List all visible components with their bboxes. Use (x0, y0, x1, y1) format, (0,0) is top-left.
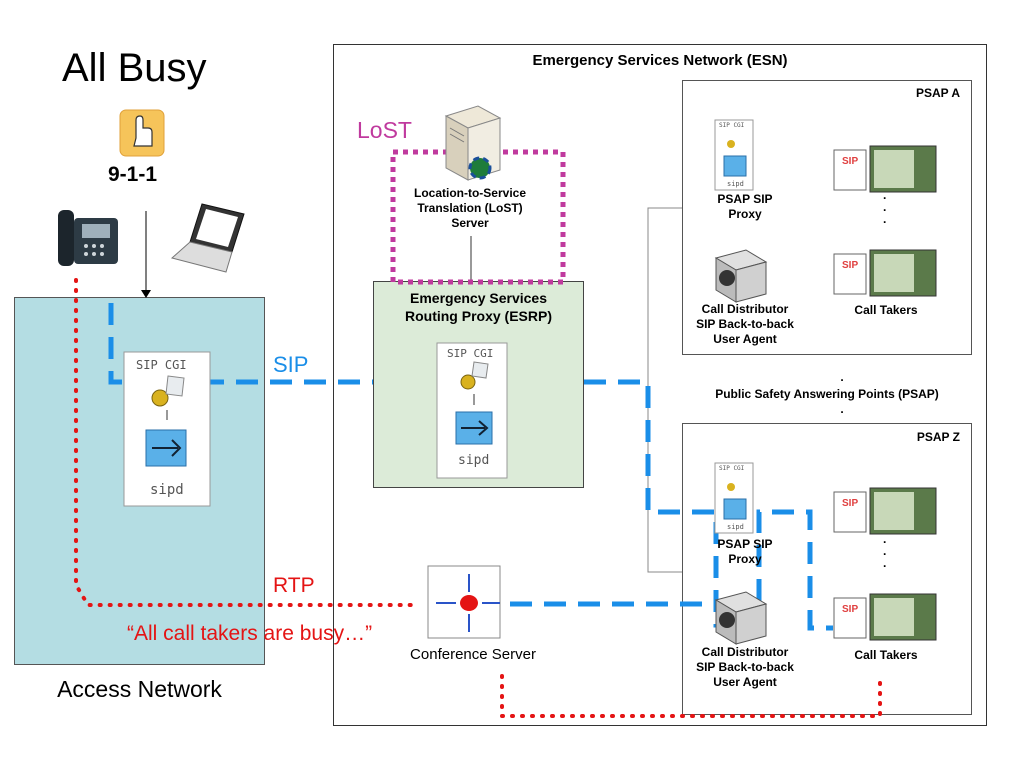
esrp-label-line-1: Emergency Services (410, 290, 547, 306)
psap-a-name: PSAP A (915, 86, 960, 100)
lost-label: LoST (357, 117, 412, 143)
psap-z-ellipsis: · · · (880, 536, 890, 572)
dial-number: 9-1-1 (108, 163, 158, 186)
psap-a-distributor-line-1: Call Distributor (701, 302, 789, 316)
psap-z-proxy-top-text: SIP CGI (719, 465, 745, 472)
psap-z-proxy-label-1: PSAP SIP (717, 537, 773, 551)
lost-server-line-2: Translation (LoST) (417, 201, 523, 215)
rtp-path-caller (74, 278, 417, 607)
psap-a-call-taker-1: SIP (833, 145, 937, 193)
psap-a-dot-1: · (883, 191, 887, 205)
psap-group-dot-top: . (840, 370, 844, 384)
psap-a-proxy-icon (714, 119, 754, 191)
gear-icon (151, 389, 169, 407)
psap-a-distributor-line-2: SIP Back-to-back (696, 317, 794, 331)
esn-boundary (333, 44, 987, 726)
esrp-proxy-bottom-text: sipd (458, 453, 490, 468)
rtp-label: RTP (273, 574, 315, 597)
busy-message: “All call takers are busy…” (127, 622, 373, 645)
psap-a-proxy-top-text: SIP CGI (719, 122, 745, 129)
esrp-proxy-icon (436, 342, 508, 479)
psap-a-distributor-line-3: User Agent (713, 332, 777, 346)
conference-icon (427, 565, 501, 639)
sip-proxy-icon (123, 351, 211, 507)
lost-server-line-3: Server (451, 216, 489, 230)
laptop-icon (170, 203, 245, 273)
access-proxy-bottom-text: sipd (150, 482, 184, 498)
psap-z-call-takers-label: Call Takers (854, 648, 918, 662)
esn-title: Emergency Services Network (ESN) (532, 52, 788, 69)
svg-text:SIP: SIP (842, 156, 858, 167)
psap-z-distributor-line-3: User Agent (713, 675, 777, 689)
hand-cursor-icon (119, 109, 165, 157)
desk-phone-icon (58, 210, 118, 266)
sip-path-psap (584, 379, 833, 631)
psap-z-call-taker-2: SIP (833, 593, 937, 641)
dial-arrow-head (141, 290, 151, 298)
psap-z-dot-2: · (883, 547, 887, 561)
psap-group-label: Public Safety Answering Points (PSAP) (715, 387, 939, 401)
sip-phone-icon (833, 149, 867, 191)
esrp-proxy-top-text: SIP CGI (447, 347, 494, 360)
sip-label: SIP (273, 352, 309, 377)
psap-bracket (647, 207, 682, 573)
psap-a-call-taker-2: SIP (833, 249, 937, 297)
psap-z-proxy-label: PSAP SIP Proxy (700, 537, 790, 567)
psap-a-call-takers-label: Call Takers (854, 303, 918, 317)
sip-path-access (108, 303, 373, 385)
svg-text:SIP: SIP (842, 604, 858, 615)
routing-arrow-icon (145, 429, 187, 467)
lost-server-line-1: Location-to-Service (413, 186, 527, 200)
access-proxy-top-text: SIP CGI (136, 358, 187, 372)
psap-z-distributor-line-1: Call Distributor (701, 645, 789, 659)
esrp-label: Emergency Services Routing Proxy (ESRP) (373, 289, 584, 325)
psap-a-proxy-label-1: PSAP SIP (717, 192, 773, 206)
psap-a-proxy-label-2: Proxy (728, 207, 762, 221)
lost-server-label: Location-to-Service Translation (LoST) S… (395, 186, 545, 231)
psap-a-dot-3: · (883, 215, 887, 229)
psap-group-dot-bottom: . (840, 402, 844, 416)
svg-text:SIP: SIP (842, 498, 858, 509)
psap-z-proxy-icon (714, 462, 754, 534)
psap-z-proxy-label-2: Proxy (728, 552, 762, 566)
svg-text:SIP: SIP (842, 260, 858, 271)
globe-icon (468, 156, 492, 180)
psap-z-dot-1: · (883, 535, 887, 549)
psap-z-proxy-bottom-text: sipd (727, 523, 744, 531)
psap-a-ellipsis: · · · (880, 192, 890, 228)
esrp-label-line-2: Routing Proxy (ESRP) (404, 308, 552, 324)
psap-a-proxy-label: PSAP SIP Proxy (700, 192, 790, 222)
access-network-label: Access Network (57, 676, 222, 702)
page-title: All Busy (62, 46, 207, 90)
rtp-path-calltakers (500, 674, 882, 718)
call-distributor-icon-z (714, 591, 768, 645)
psap-z-dot-3: · (883, 559, 887, 573)
psap-z-box (682, 423, 972, 715)
psap-a-proxy-bottom-text: sipd (727, 180, 744, 188)
psap-z-call-taker-1: SIP (833, 487, 937, 535)
call-distributor-icon (714, 249, 768, 303)
psap-z-name: PSAP Z (916, 430, 960, 444)
psap-a-distributor-label: Call Distributor SIP Back-to-back User A… (680, 302, 810, 347)
conference-server-label: Conference Server (410, 646, 536, 663)
psap-z-distributor-line-2: SIP Back-to-back (696, 660, 794, 674)
psap-a-dot-2: · (883, 203, 887, 217)
psap-z-distributor-label: Call Distributor SIP Back-to-back User A… (680, 645, 810, 690)
